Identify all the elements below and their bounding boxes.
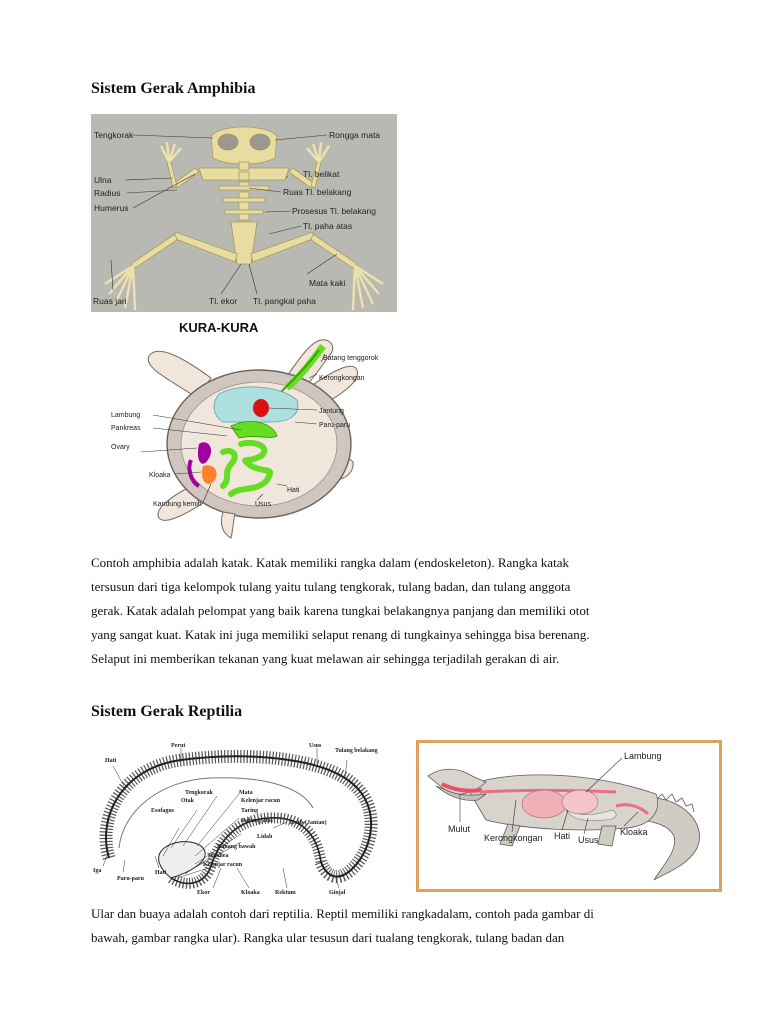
snake-label-kloaka: Kloaka — [241, 890, 260, 896]
turtle-organs — [187, 343, 326, 497]
frog-skeleton-figure: Tengkorak Ulna Radius Humerus Ruas jari … — [91, 114, 397, 312]
snake-skeleton-figure: Perut Usus Tulang belakang Hati Tengkora… — [91, 738, 383, 898]
frog-label-tengkorak: Tengkorak — [94, 130, 134, 140]
snake-label-taring: Taring — [241, 808, 258, 814]
frog-label-ruas-tl-belakang: Ruas Tl. belakang — [283, 187, 352, 197]
snake-label-iga: Iga — [93, 868, 101, 874]
snake-label-tengkorak: Tengkorak — [185, 790, 213, 796]
snake-label-kelenjar-racun-2: Kelenjar racun — [203, 862, 243, 868]
turtle-anatomy-figure: KURA-KURA — [91, 316, 397, 542]
turtle-label-jantung: Jantung — [319, 408, 344, 415]
turtle-label-usus: Usus — [255, 501, 271, 508]
turtle-label-pankreas: Pankreas — [111, 425, 141, 432]
crocodile-leader-lines — [459, 757, 639, 835]
amphibia-paragraph-line: Contoh amphibia adalah katak. Katak memi… — [91, 555, 569, 570]
turtle-label-paru-paru: Paru-paru — [319, 422, 350, 429]
snake-label-ekor: Ekor — [197, 890, 210, 896]
frog-label-tl-pangkal-paha: Tl. pangkal paha — [253, 296, 316, 306]
croc-label-kloaka: Kloaka — [620, 827, 648, 837]
frog-label-humerus: Humerus — [94, 203, 128, 213]
frog-label-tl-belikat: Tl. belikat — [303, 169, 340, 179]
snake-label-otak: Otak — [181, 798, 195, 804]
frog-label-prosesus: Prosesus Tl. belakang — [292, 206, 376, 216]
amphibia-paragraph: Contoh amphibia adalah katak. Katak memi… — [91, 551, 691, 671]
croc-label-kerongkongan: Kerongkongan — [484, 833, 543, 843]
amphibia-paragraph-line: yang sangat kuat. Katak ini juga memilik… — [91, 627, 590, 642]
snake-label-hati-top: Hati — [105, 758, 117, 764]
croc-label-lambung: Lambung — [624, 751, 662, 761]
snake-label-esofagus: Esofagus — [151, 808, 175, 814]
section-title-reptilia: Sistem Gerak Reptilia — [91, 703, 243, 720]
snake-label-rahang-atas: Rahang atas — [241, 818, 274, 824]
snake-label-ginjal: Ginjal — [329, 890, 346, 896]
snake-label-hati-bottom: Hati — [155, 870, 167, 876]
crocodile-anatomy-figure: Lambung Mulut Kerongkongan Hati Usus Klo… — [416, 740, 722, 892]
reptilia-paragraph: Ular dan buaya adalah contoh dari reptil… — [91, 902, 691, 950]
turtle-label-kerongkongan: Kerongkongan — [319, 375, 365, 382]
snake-label-rahang-bawah: Rahang bawah — [217, 844, 256, 850]
turtle-label-lambung: Lambung — [111, 412, 140, 419]
crocodile-organs — [479, 789, 650, 821]
frog-skeleton — [130, 126, 358, 269]
croc-label-hati: Hati — [554, 831, 570, 841]
turtle-figure-title: KURA-KURA — [179, 320, 259, 335]
turtle-label-batang: Batang tenggorok — [323, 355, 379, 362]
snake-label-rektum: Rektum — [275, 890, 296, 896]
frog-label-ulna: Ulna — [94, 175, 112, 185]
snake-label-kelenjar-racun-1: Kelenjar racun — [241, 798, 281, 804]
snake-label-usus: Usus — [309, 743, 322, 749]
snake-label-trakhea: Trakhea — [207, 853, 229, 859]
amphibia-paragraph-line: Selaput ini memberikan tekanan yang kuat… — [91, 651, 560, 666]
croc-label-usus: Usus — [578, 835, 599, 845]
turtle-label-batang-tenggorok: Batang tenggorok — [323, 355, 379, 362]
frog-digits — [104, 141, 384, 311]
snake-label-testis: Testis (Jantan) — [289, 819, 327, 826]
frog-label-ruas-jari: Ruas jari — [93, 296, 127, 306]
turtle-label-kandung-kemih: Kandung kemih — [153, 501, 202, 508]
snake-label-paru-paru: Paru-paru — [117, 876, 145, 882]
frog-label-tl-ekor: Tl. ekor — [209, 296, 238, 306]
amphibia-paragraph-line: gerak. Katak adalah pelompat yang baik k… — [91, 603, 590, 618]
reptilia-paragraph-line: bawah, gambar rangka ular). Rangka ular … — [91, 930, 565, 945]
amphibia-paragraph-line: tersusun dari tiga kelompok tulang yaitu… — [91, 579, 571, 594]
turtle-label-ovary: Ovary — [111, 444, 130, 451]
frog-label-tl-paha-atas: Tl. paha atas — [303, 221, 352, 231]
croc-label-mulut: Mulut — [448, 824, 471, 834]
frog-label-radius: Radius — [94, 188, 120, 198]
section-title-amphibia: Sistem Gerak Amphibia — [91, 80, 256, 97]
snake-label-lidah: Lidah — [257, 834, 273, 840]
turtle-label-kloaka: Kloaka — [149, 472, 171, 479]
snake-label-perut: Perut — [171, 743, 185, 749]
frog-label-mata-kaki: Mata kaki — [309, 278, 345, 288]
turtle-label-hati: Hati — [287, 487, 300, 494]
frog-leader-lines — [110, 134, 338, 295]
turtle-leader-lines — [140, 353, 326, 503]
frog-label-rongga-mata: Rongga mata — [329, 130, 380, 140]
snake-label-mata: Mata — [239, 790, 253, 796]
reptilia-paragraph-line: Ular dan buaya adalah contoh dari reptil… — [91, 906, 594, 921]
snake-label-tulang-belakang: Tulang belakang — [335, 748, 378, 754]
